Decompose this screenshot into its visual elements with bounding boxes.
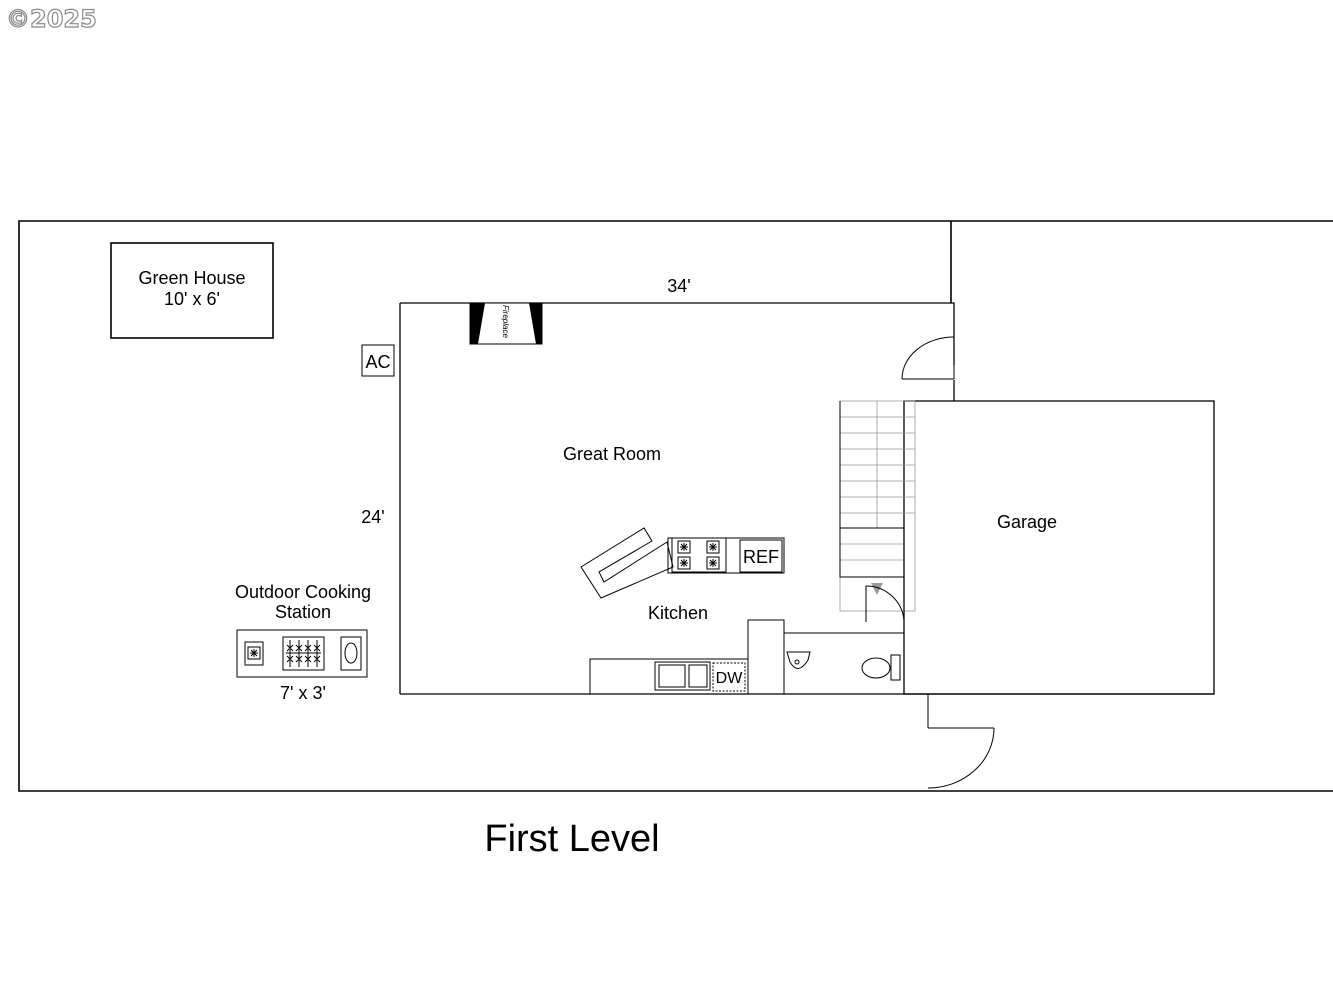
house-walls [399, 302, 1214, 695]
lot-boundary [18, 220, 1333, 792]
dishwasher [712, 662, 746, 692]
toilet-icon [861, 654, 901, 681]
outdoor-sink-icon [340, 636, 362, 671]
burner-icon [244, 641, 264, 666]
refrigerator-label: REF [743, 547, 779, 567]
fireplace-label: Fireplace [501, 305, 510, 338]
kitchen-counters [580, 527, 785, 694]
dimension-width: 34' [667, 276, 690, 296]
fireplace: Fireplace [469, 302, 543, 345]
powder-room [747, 577, 905, 694]
room-label-kitchen: Kitchen [648, 603, 708, 623]
kitchen-island [580, 527, 674, 599]
ac-unit: AC [361, 344, 395, 377]
ac-label: AC [365, 352, 390, 372]
dimension-depth: 24' [361, 507, 384, 527]
range-icon [671, 537, 727, 573]
stair-enclosure [839, 401, 905, 580]
outdoor-cooking-station [236, 629, 368, 678]
refrigerator [739, 539, 783, 573]
garage-walls [903, 400, 1215, 695]
staircase [839, 400, 916, 612]
grill-icon [282, 636, 325, 671]
sink-icon [786, 651, 811, 669]
double-sink-icon [654, 661, 711, 691]
copyright-watermark: ©2025 [6, 5, 97, 33]
room-label-garage: Garage [997, 512, 1057, 532]
outdoor-station-label-line1: Outdoor Cooking [235, 582, 371, 602]
garage-side-door [927, 694, 995, 789]
greenhouse: Green House 10' x 6' [110, 242, 274, 339]
greenhouse-size: 10' x 6' [164, 289, 220, 309]
entry-door [901, 336, 955, 380]
dishwasher-label: DW [716, 670, 744, 687]
room-label-great-room: Great Room [563, 444, 661, 464]
greenhouse-name: Green House [138, 268, 245, 288]
outdoor-station-size: 7' x 3' [280, 683, 326, 703]
outdoor-station-label-line2: Station [275, 602, 331, 622]
plan-title: First Level [484, 818, 659, 860]
